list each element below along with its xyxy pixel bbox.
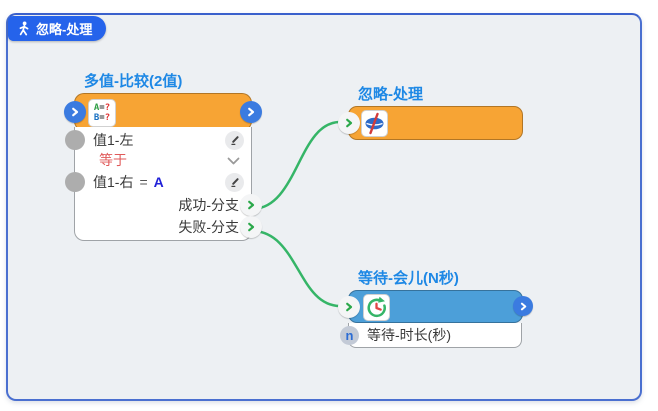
fail-branch-label: 失败-分支 [178,219,239,235]
value1-right-label: 值1-右 [93,174,134,190]
wait-node-header[interactable] [338,290,533,323]
row-operator[interactable]: 等于 [75,149,251,171]
value-input-port[interactable] [65,172,85,192]
input-port[interactable] [338,296,360,318]
wait-node-body: n 等待-时长(秒) [340,323,522,348]
wait-timer-icon [363,294,390,321]
chevron-right-icon [248,107,255,117]
node-title: 等待-会儿(N秒) [358,270,459,287]
ignore-icon [361,110,388,137]
chevron-right-icon [248,200,255,210]
operator-value[interactable]: 等于 [99,152,127,168]
pencil-icon [230,136,239,146]
compare-node-body: 值1-左 等于 值1-右 = A [65,127,262,241]
chevron-right-icon [346,302,353,312]
walking-person-icon [19,21,29,35]
badge-label: 忽略-处理 [36,22,93,37]
value1-right-value[interactable]: A [153,174,164,190]
node-title: 忽略-处理 [358,86,423,103]
pencil-icon [230,178,239,188]
success-branch-port[interactable] [240,194,262,216]
equals-sign: = [139,174,148,190]
success-branch-label: 成功-分支 [178,197,239,213]
ignore-node-header[interactable] [338,106,523,140]
chevron-down-icon[interactable] [227,157,240,166]
chevron-right-icon [520,302,526,310]
compare-icon: A=? B=? [88,99,116,127]
block-type-badge[interactable]: 忽略-处理 [8,16,107,41]
output-port[interactable] [240,101,262,123]
input-port[interactable] [338,112,360,134]
row-fail-branch: 失败-分支 [75,216,262,238]
node-wait-n-seconds[interactable]: 等待-会儿(N秒) n [338,270,533,348]
number-param-icon[interactable]: n [340,326,359,345]
chevron-right-icon [72,107,79,117]
row-success-branch: 成功-分支 [75,194,262,216]
input-port[interactable] [64,101,86,123]
row-value1-left: 值1-左 [65,129,251,151]
edit-value1-left-button[interactable] [225,130,244,150]
output-port[interactable] [513,296,533,316]
node-multi-value-compare[interactable]: 多值-比较(2值) A=? B=? 值1-左 [64,73,262,241]
fail-branch-port[interactable] [240,216,262,238]
chevron-right-icon [346,118,353,128]
value1-left-label: 值1-左 [93,132,134,148]
node-ignore-handle[interactable]: 忽略-处理 [338,86,523,140]
value-input-port[interactable] [65,130,85,150]
node-title: 多值-比较(2值) [84,73,183,90]
wait-duration-label[interactable]: 等待-时长(秒) [367,327,451,343]
chevron-right-icon [248,222,255,232]
row-value1-right: 值1-右 = A [65,171,251,193]
edit-value1-right-button[interactable] [225,172,244,192]
compare-node-header[interactable]: A=? B=? [64,93,262,131]
